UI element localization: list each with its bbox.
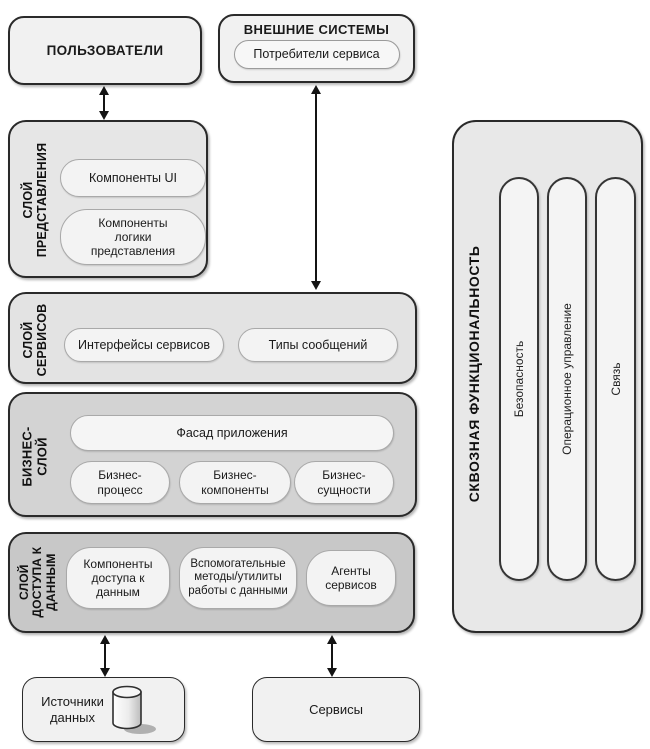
- external-systems-label: ВНЕШНИЕ СИСТЕМЫ: [243, 22, 390, 37]
- layer-services-label: СЛОЙ СЕРВИСОВ: [21, 303, 49, 377]
- services-bottom-box: Сервисы: [252, 677, 420, 742]
- service-agents-label: Агенты сервисов: [325, 563, 377, 592]
- service-consumers-pill: Потребители сервиса: [233, 40, 400, 69]
- layer-services: СЛОЙ СЕРВИСОВ Интерфейсы сервисов Типы с…: [8, 292, 417, 384]
- layer-data-access-label: СЛОЙ ДОСТУПА К ДАННЫМ: [16, 546, 58, 618]
- application-facade-pill: Фасад приложения: [70, 415, 394, 451]
- data-access-components-label: Компоненты доступа к данным: [83, 556, 153, 600]
- data-helpers-pill: Вспомогательные методы/утилиты работы с …: [179, 547, 297, 609]
- security-pill: Безопасность: [499, 177, 539, 581]
- communication-pill: Связь: [595, 177, 636, 581]
- layer-business: БИЗНЕС- СЛОЙ Фасад приложения Бизнес- пр…: [8, 392, 417, 517]
- arrow-data-services: [327, 635, 337, 677]
- operational-management-pill: Операционное управление: [547, 177, 587, 581]
- business-entities-label: Бизнес- сущности: [317, 468, 371, 497]
- crosscutting-column: СКВОЗНАЯ ФУНКЦИОНАЛЬНОСТЬ Безопасность О…: [452, 120, 643, 633]
- message-types-label: Типы сообщений: [268, 337, 368, 352]
- security-label: Безопасность: [512, 340, 526, 418]
- service-interfaces-pill: Интерфейсы сервисов: [64, 328, 224, 362]
- business-entities-pill: Бизнес- сущности: [294, 461, 394, 504]
- users-label: ПОЛЬЗОВАТЕЛИ: [46, 43, 164, 58]
- presentation-logic-pill: Компоненты логики представления: [60, 209, 206, 265]
- layer-presentation: СЛОЙ ПРЕДСТАВЛЕНИЯ Компоненты UI Компоне…: [8, 120, 208, 278]
- data-helpers-label: Вспомогательные методы/утилиты работы с …: [188, 557, 288, 597]
- arrow-users-presentation: [99, 86, 109, 120]
- business-process-label: Бизнес- процесс: [97, 468, 143, 497]
- ui-components-pill: Компоненты UI: [60, 159, 206, 197]
- operational-management-label: Операционное управление: [560, 303, 574, 455]
- arrow-external-services: [311, 85, 321, 290]
- business-process-pill: Бизнес- процесс: [70, 461, 170, 504]
- business-components-pill: Бизнес- компоненты: [179, 461, 291, 504]
- communication-label: Связь: [608, 362, 623, 396]
- message-types-pill: Типы сообщений: [238, 328, 398, 362]
- data-sources-label: Источники данных: [41, 693, 104, 725]
- external-systems-box: ВНЕШНИЕ СИСТЕМЫ Потребители сервиса: [218, 14, 415, 83]
- application-facade-label: Фасад приложения: [176, 425, 288, 440]
- data-access-components-pill: Компоненты доступа к данным: [66, 547, 170, 609]
- database-icon: [112, 685, 156, 734]
- arrow-data-sources: [100, 635, 110, 677]
- service-consumers-label: Потребители сервиса: [253, 47, 380, 62]
- layer-data-access: СЛОЙ ДОСТУПА К ДАННЫМ Компоненты доступа…: [8, 532, 415, 633]
- service-interfaces-label: Интерфейсы сервисов: [77, 337, 211, 352]
- layer-presentation-label: СЛОЙ ПРЕДСТАВЛЕНИЯ: [21, 142, 49, 258]
- data-sources-box: Источники данных: [22, 677, 185, 742]
- layer-business-label: БИЗНЕС- СЛОЙ: [19, 426, 49, 487]
- ui-components-label: Компоненты UI: [89, 170, 177, 185]
- services-bottom-label: Сервисы: [309, 702, 363, 717]
- users-box: ПОЛЬЗОВАТЕЛИ: [8, 16, 202, 85]
- service-agents-pill: Агенты сервисов: [306, 550, 396, 606]
- presentation-logic-label: Компоненты логики представления: [90, 215, 176, 259]
- business-components-label: Бизнес- компоненты: [201, 468, 269, 497]
- crosscutting-label: СКВОЗНАЯ ФУНКЦИОНАЛЬНОСТЬ: [466, 245, 483, 503]
